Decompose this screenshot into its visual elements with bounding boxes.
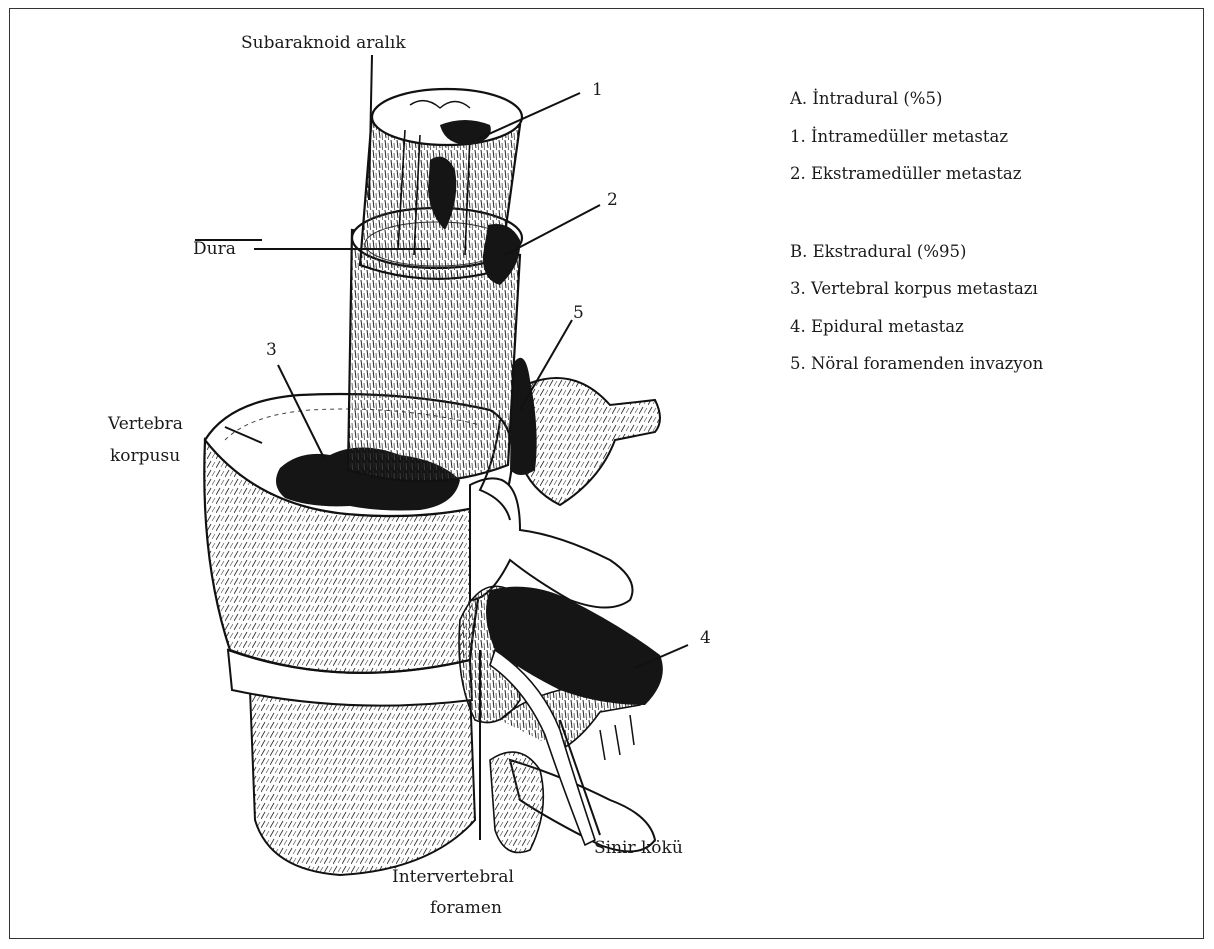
legend-item: 5. Nöral foramenden invazyon (790, 353, 1043, 391)
label-vertebra-line1: Vertebra (108, 414, 183, 434)
label-3: 3 (266, 340, 277, 360)
label-1: 1 (592, 80, 603, 100)
vertebral-body-lower (228, 650, 475, 875)
legend: A. İntradural (%5) 1. İntramedüller meta… (790, 88, 1043, 391)
label-sinir: Sinir kökü (594, 838, 683, 858)
label-5: 5 (573, 303, 584, 323)
label-foramen-line2: foramen (430, 898, 502, 918)
legend-item: 4. Epidural metastaz (790, 316, 1043, 354)
label-dura: Dura (193, 239, 236, 259)
label-4: 4 (700, 628, 711, 648)
label-subaraknoid: Subaraknoid aralık (241, 33, 406, 53)
legend-item: 1. İntramedüller metastaz (790, 126, 1043, 164)
legend-item: 2. Ekstramedüller metastaz (790, 163, 1043, 201)
legend-item: 3. Vertebral korpus metastazı (790, 278, 1043, 316)
label-2: 2 (607, 190, 618, 210)
legend-b-title: B. Ekstradural (%95) (790, 241, 1043, 279)
legend-a-title: A. İntradural (%5) (790, 88, 1043, 126)
label-foramen-line1: İntervertebral (392, 867, 514, 887)
label-vertebra-line2: korpusu (110, 446, 180, 466)
